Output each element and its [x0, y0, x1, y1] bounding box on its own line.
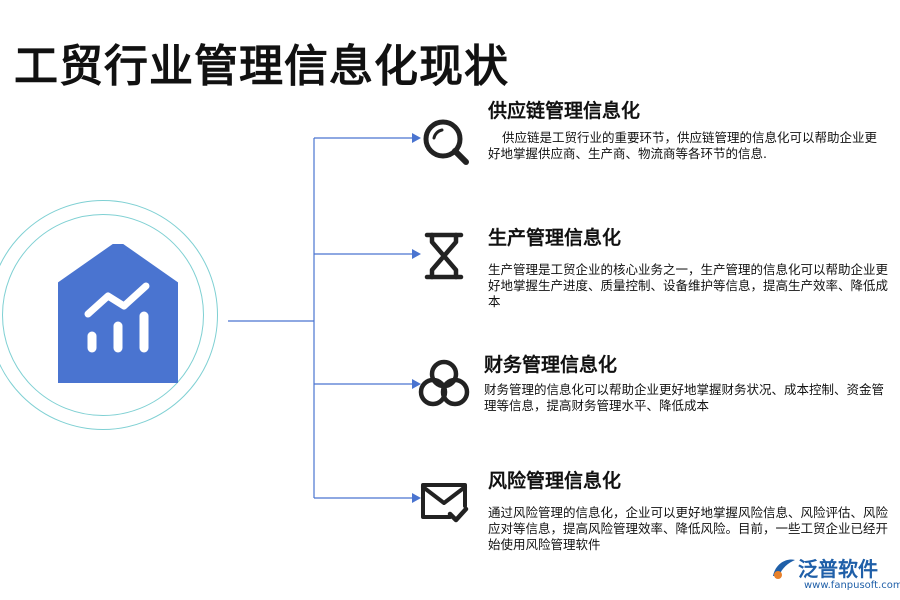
hourglass-icon — [424, 232, 464, 280]
page-title: 工贸行业管理信息化现状 — [14, 41, 509, 92]
mail-check-icon — [421, 483, 469, 523]
item-title-supply-chain: 供应链管理信息化 — [488, 100, 641, 122]
arrowhead-3 — [412, 379, 421, 389]
house-chart-icon — [58, 244, 178, 383]
item-desc-risk: 通过风险管理的信息化，企业可以更好地掌握风险信息、风险评估、风险应对等信息，提高… — [488, 505, 889, 552]
item-desc-finance: 财务管理的信息化可以帮助企业更好地掌握财务状况、成本控制、资金管理等信息，提高财… — [484, 382, 885, 413]
item-title-finance: 财务管理信息化 — [484, 354, 618, 376]
hub-outer-ring — [0, 200, 218, 430]
item-desc-supply-chain: 供应链是工贸行业的重要环节，供应链管理的信息化可以帮助企业更好地掌握供应商、生产… — [488, 130, 878, 161]
item-title-production: 生产管理信息化 — [488, 227, 622, 249]
arrowhead-1 — [412, 133, 421, 143]
arrowhead-2 — [412, 249, 421, 259]
arrowhead-4 — [412, 493, 421, 503]
item-title-risk: 风险管理信息化 — [488, 470, 622, 492]
circles-icon — [418, 359, 470, 407]
item-desc-production: 生产管理是工贸企业的核心业务之一，生产管理的信息化可以帮助企业更好地掌握生产进度… — [488, 262, 889, 309]
logo-name: 泛普软件 — [798, 557, 878, 581]
hub-inner-ring — [2, 214, 204, 416]
logo-url: www.fanpusoft.com — [804, 580, 900, 591]
search-icon — [423, 119, 469, 165]
fanpu-logo-icon — [773, 559, 795, 579]
